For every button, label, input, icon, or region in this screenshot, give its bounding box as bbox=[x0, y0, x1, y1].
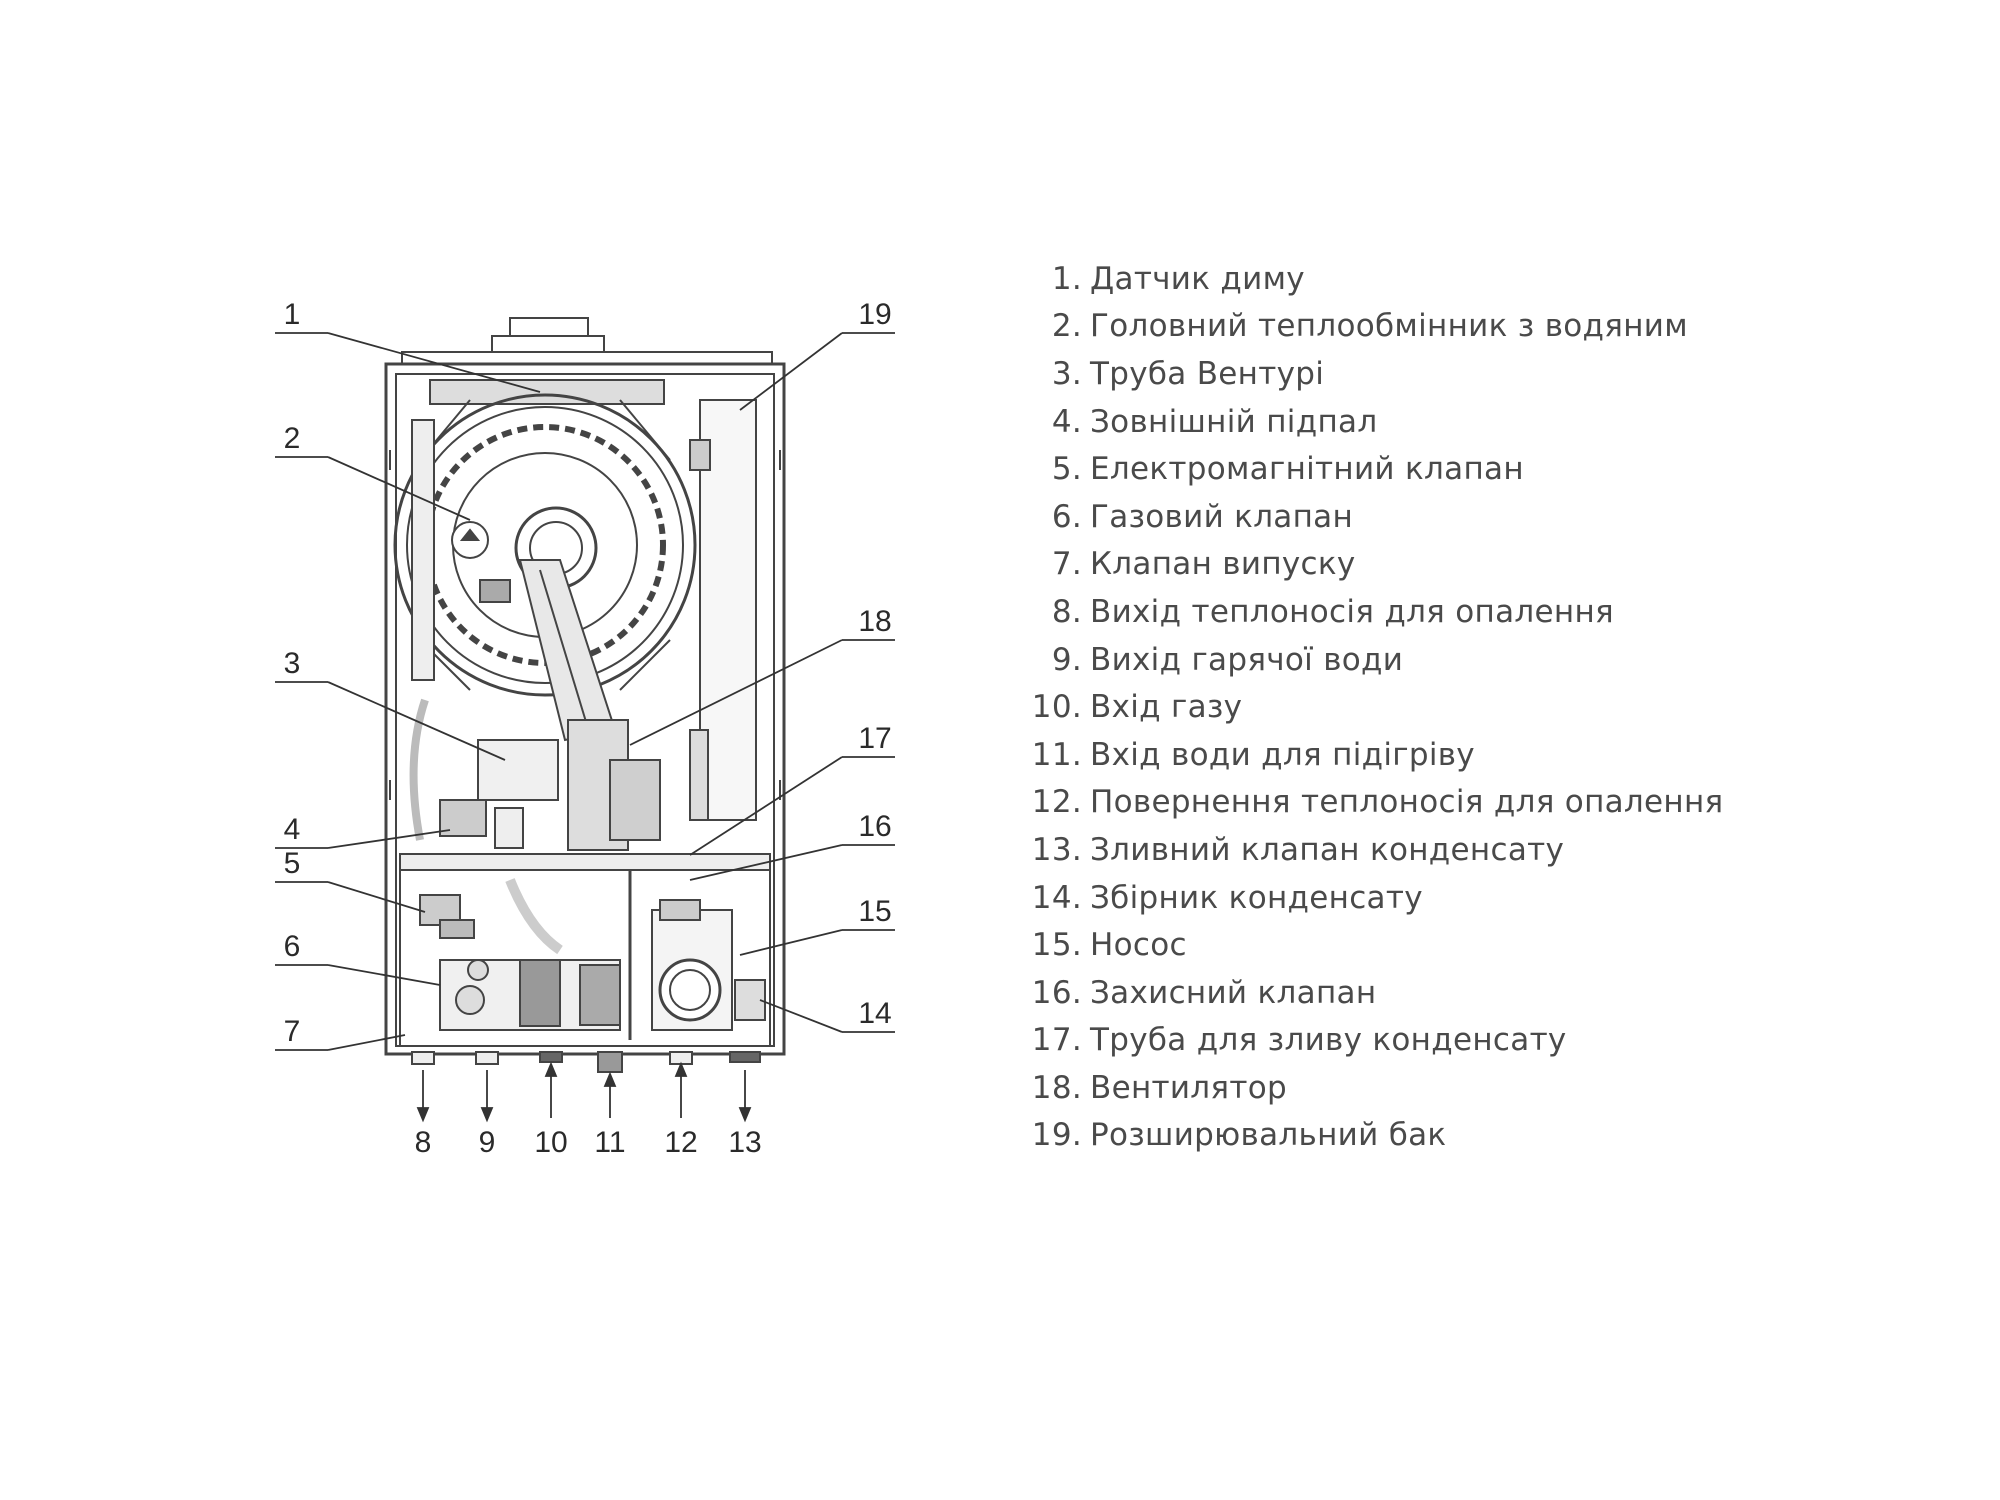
legend-number: 7. bbox=[1051, 546, 1082, 583]
legend-label: Носос bbox=[1090, 927, 1187, 964]
legend-item: 2.Головний теплообмінник з водяним bbox=[1000, 303, 1980, 351]
callout-6: 6 bbox=[284, 930, 301, 963]
callout-10: 10 bbox=[534, 1126, 567, 1159]
legend-item: 14.Збірник конденсату bbox=[1000, 874, 1980, 922]
legend-label: Вихід гарячої води bbox=[1090, 641, 1404, 678]
legend-label: Збірник конденсату bbox=[1090, 879, 1423, 916]
legend-item: 8.Вихід теплоносія для опалення bbox=[1000, 588, 1980, 636]
legend-label: Вихід теплоносія для опалення bbox=[1090, 593, 1614, 630]
legend-item: 5.Електромагнітний клапан bbox=[1000, 445, 1980, 493]
callout-5: 5 bbox=[284, 847, 301, 880]
legend-label: Вхід газу bbox=[1090, 689, 1243, 726]
legend-label: Зливний клапан конденсату bbox=[1090, 831, 1565, 868]
legend-item: 7.Клапан випуску bbox=[1000, 541, 1980, 589]
callout-2: 2 bbox=[284, 422, 301, 455]
legend-label: Електромагнітний клапан bbox=[1090, 451, 1524, 488]
legend-number: 13. bbox=[1031, 831, 1082, 868]
legend-number: 5. bbox=[1051, 451, 1082, 488]
legend-item: 10.Вхід газу bbox=[1000, 683, 1980, 731]
legend-item: 13.Зливний клапан конденсату bbox=[1000, 826, 1980, 874]
legend-number: 14. bbox=[1031, 879, 1082, 916]
boiler-diagram: 1 2 3 4 5 6 7 8 9 10 11 12 13 14 15 16 1… bbox=[275, 298, 895, 1159]
legend-number: 10. bbox=[1031, 689, 1082, 726]
callout-9: 9 bbox=[479, 1126, 496, 1159]
legend-number: 9. bbox=[1051, 641, 1082, 678]
legend-label: Захисний клапан bbox=[1090, 974, 1377, 1011]
legend-label: Головний теплообмінник з водяним bbox=[1090, 308, 1688, 345]
callout-14: 14 bbox=[858, 997, 891, 1030]
callout-18: 18 bbox=[858, 605, 891, 638]
legend-label: Клапан випуску bbox=[1090, 546, 1356, 583]
callout-15: 15 bbox=[858, 895, 891, 928]
legend-item: 3.Труба Вентурі bbox=[1000, 350, 1980, 398]
legend-item: 15.Носос bbox=[1000, 921, 1980, 969]
legend-number: 12. bbox=[1031, 784, 1082, 821]
legend-number: 6. bbox=[1051, 498, 1082, 535]
callout-16: 16 bbox=[858, 810, 891, 843]
callout-11: 11 bbox=[594, 1126, 625, 1159]
legend-label: Газовий клапан bbox=[1090, 498, 1354, 535]
legend-item: 19.Розширювальний бак bbox=[1000, 1112, 1980, 1160]
legend-number: 3. bbox=[1051, 355, 1082, 392]
legend-item: 4.Зовнішній підпал bbox=[1000, 398, 1980, 446]
legend-number: 17. bbox=[1031, 1022, 1082, 1059]
callout-13: 13 bbox=[728, 1126, 761, 1159]
callout-12: 12 bbox=[664, 1126, 697, 1159]
legend-label: Повернення теплоносія для опалення bbox=[1090, 784, 1724, 821]
parts-legend: 1.Датчик диму 2.Головний теплообмінник з… bbox=[1000, 255, 1980, 1159]
legend-item: 18.Вентилятор bbox=[1000, 1064, 1980, 1112]
legend-label: Вхід води для підігріву bbox=[1090, 736, 1475, 773]
legend-item: 17.Труба для зливу конденсату bbox=[1000, 1017, 1980, 1065]
legend-number: 11. bbox=[1031, 736, 1082, 773]
callout-7: 7 bbox=[284, 1015, 301, 1048]
legend-label: Зовнішній підпал bbox=[1090, 403, 1378, 440]
legend-number: 16. bbox=[1031, 974, 1082, 1011]
callout-19: 19 bbox=[858, 298, 891, 331]
legend-item: 11.Вхід води для підігріву bbox=[1000, 731, 1980, 779]
legend-number: 19. bbox=[1031, 1117, 1082, 1154]
legend-item: 6.Газовий клапан bbox=[1000, 493, 1980, 541]
callout-1: 1 bbox=[284, 298, 301, 331]
callout-17: 17 bbox=[858, 722, 891, 755]
callout-3: 3 bbox=[284, 647, 301, 680]
legend-item: 16.Захисний клапан bbox=[1000, 969, 1980, 1017]
legend-label: Розширювальний бак bbox=[1090, 1117, 1447, 1154]
legend-number: 8. bbox=[1051, 593, 1082, 630]
legend-number: 1. bbox=[1051, 260, 1082, 297]
legend-label: Датчик диму bbox=[1090, 260, 1305, 297]
legend-item: 12.Повернення теплоносія для опалення bbox=[1000, 779, 1980, 827]
legend-number: 4. bbox=[1051, 403, 1082, 440]
legend-number: 15. bbox=[1031, 927, 1082, 964]
callout-8: 8 bbox=[415, 1126, 432, 1159]
legend-number: 18. bbox=[1031, 1069, 1082, 1106]
legend-item: 9.Вихід гарячої води bbox=[1000, 636, 1980, 684]
legend-label: Труба для зливу конденсату bbox=[1090, 1022, 1567, 1059]
legend-item: 1.Датчик диму bbox=[1000, 255, 1980, 303]
legend-label: Вентилятор bbox=[1090, 1069, 1287, 1106]
legend-label: Труба Вентурі bbox=[1090, 355, 1325, 392]
legend-number: 2. bbox=[1051, 308, 1082, 345]
callout-4: 4 bbox=[284, 813, 301, 846]
